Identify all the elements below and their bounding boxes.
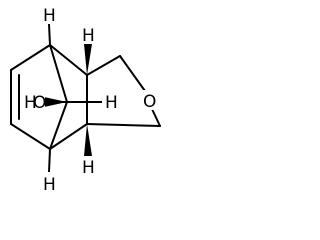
atom-h-bottom-left: H [43,175,56,195]
bond-oxygen-to-ch2-bottom [151,108,161,127]
bond-bridgehead-top-to-fusion-top [49,44,88,76]
bond-ch2-bottom-to-fusion [86,123,161,127]
atom-h-top-left: H [43,6,56,26]
atom-hydroxyl-h: H [24,93,37,113]
molecule-structure: H H O H O H H H [10,4,161,195]
atom-labels: H H O H O H H H [23,4,159,195]
bond-bridgehead-top-to-alkene [10,44,51,71]
stereo-wedges [44,44,92,156]
atom-hydroxyl-oxygen: O [33,93,46,113]
label-bg-oxygen-ring [141,90,159,110]
bond-bridgehead-bottom-h [48,148,51,173]
atom-h-bottom-right: H [82,158,95,178]
label-bg-h-top-right [79,24,97,44]
atom-h-bridge: H [105,93,118,113]
atom-oxygen-ring: O [143,92,156,112]
wedge-fusion-top-h [84,44,92,75]
bond-ch2-top-to-oxygen [119,55,146,92]
atom-h-top-right: H [82,26,95,46]
label-bg-h-bottom-left [40,172,58,194]
bond-bridgehead-bottom-to-fusion-bottom [49,123,88,150]
wedge-fusion-bottom-h [84,124,92,156]
label-bg-h-bottom-right [79,156,97,176]
wedge-bridge-oxygen [44,97,67,107]
bond-bridge-top [49,44,68,103]
bond-alkene-to-bridgehead-bottom [10,123,51,150]
bond-fusion-top-to-ch2 [86,55,121,76]
bond-bridgehead-top-h [48,23,51,46]
label-bg-hydroxyl [23,92,45,112]
label-bg-h-top-left [40,4,58,24]
label-bg-h-bridge [102,92,120,112]
bond-bridge-bottom [49,101,68,150]
